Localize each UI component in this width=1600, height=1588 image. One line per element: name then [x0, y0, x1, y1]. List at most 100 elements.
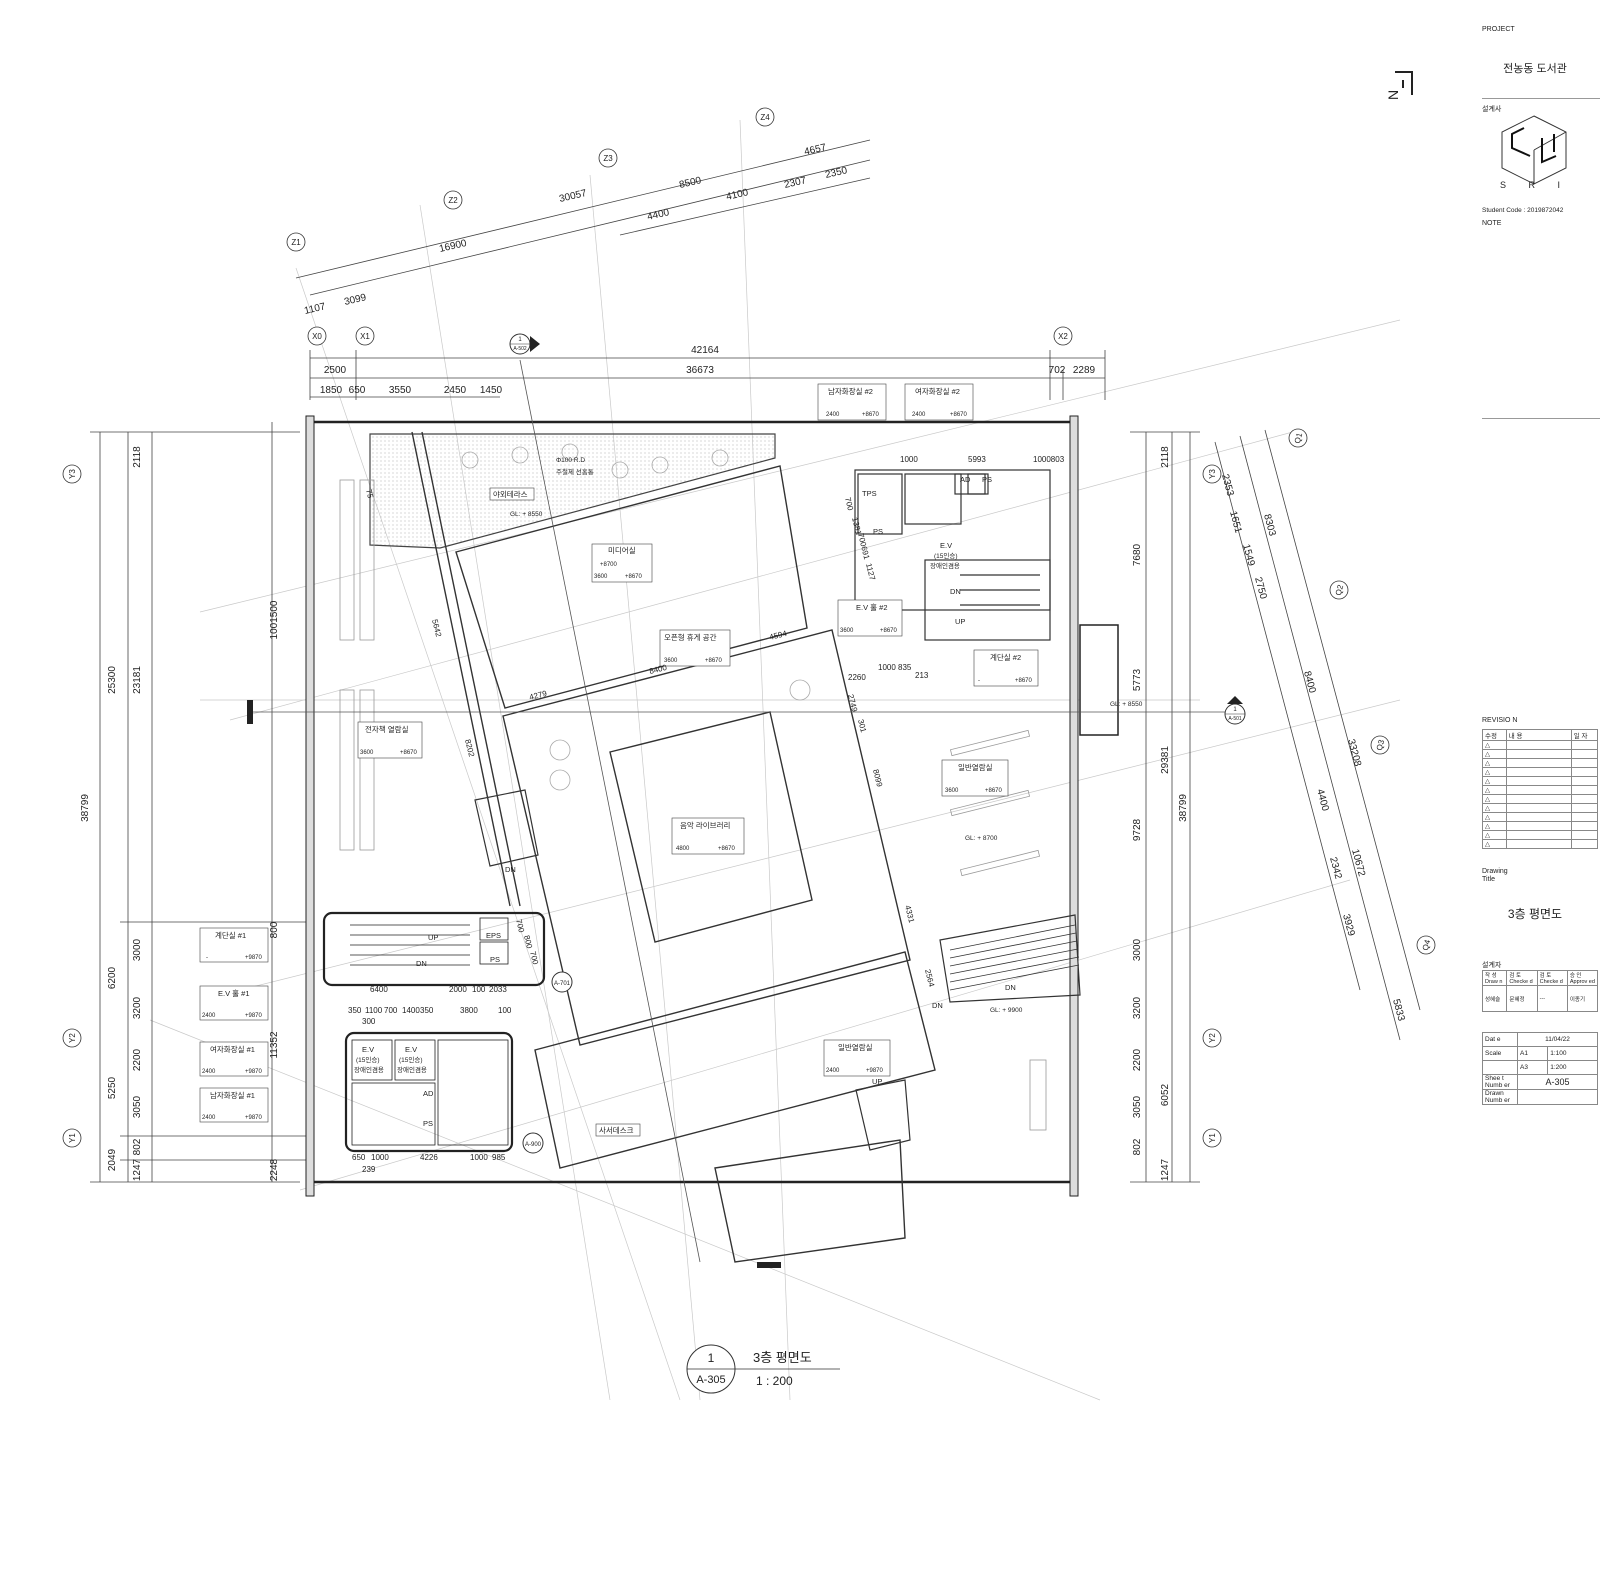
svg-text:E.V: E.V [940, 541, 952, 550]
svg-text:N: N [1385, 90, 1401, 100]
svg-text:2400: 2400 [202, 1115, 216, 1121]
view-scale: 1 : 200 [756, 1374, 793, 1388]
svg-text:2749: 2749 [846, 693, 859, 713]
revision-label: REVISIO N [1482, 717, 1518, 724]
svg-text:1000 835: 1000 835 [878, 663, 912, 672]
room-stair-1: 계단실 #1 [215, 930, 246, 940]
diagonal-top-dimension [295, 139, 871, 296]
svg-text:2400: 2400 [826, 1068, 840, 1074]
grid-y3-right: Y3 [1208, 469, 1217, 479]
svg-text:1450: 1450 [480, 385, 503, 396]
svg-text:Φ100 R.D: Φ100 R.D [556, 457, 585, 464]
stair-1-up: UP [428, 933, 438, 942]
svg-text:2307: 2307 [783, 175, 808, 191]
svg-text:장애인겸용: 장애인겸용 [930, 561, 960, 570]
project-label: PROJECT [1482, 26, 1515, 33]
sri-logo-icon [1501, 115, 1567, 185]
svg-text:3050: 3050 [1132, 1095, 1143, 1118]
grid-z2: Z2 [448, 196, 458, 205]
svg-text:2049: 2049 [107, 1148, 118, 1171]
svg-text:213: 213 [915, 671, 929, 680]
svg-text:+8670: +8670 [862, 412, 880, 418]
rev-header: 내 용 [1505, 729, 1572, 741]
grid-x0: X0 [312, 332, 322, 341]
svg-text:4800: 4800 [676, 846, 690, 852]
room-labels: 야외테라스 GL: + 8550 Φ100 R.D 주철제 선홈통 미디어실 +… [199, 383, 1039, 1137]
svg-text:+8670: +8670 [1015, 678, 1033, 684]
svg-text:GL: + 8550: GL: + 8550 [510, 511, 543, 518]
svg-text:3600: 3600 [945, 788, 959, 794]
svg-text:7680: 7680 [1132, 543, 1143, 566]
drawing-title-label: Drawing Title [1482, 868, 1508, 883]
sheet-info-table: Dat e 11/04/22 Scale A1 1:100 A3 1:200 S… [1482, 1032, 1598, 1105]
left-dimension-lines [90, 422, 310, 1183]
svg-text:4400: 4400 [646, 207, 671, 223]
note-label: NOTE [1482, 220, 1502, 227]
dim-top-detail: 1850 650 3550 2450 1450 [320, 385, 503, 396]
svg-text:5833: 5833 [1390, 998, 1406, 1023]
svg-text:2500: 2500 [324, 365, 347, 376]
svg-text:5250: 5250 [107, 1076, 118, 1099]
svg-text:301: 301 [856, 718, 868, 734]
svg-text:700: 700 [843, 496, 855, 512]
title-block: PROJECT 전농동 도서관 설계사 S R I Student Code :… [1470, 0, 1600, 1588]
dim-top-total: 42164 [691, 345, 719, 356]
svg-text:4331: 4331 [903, 904, 916, 924]
grid-y3: Y3 [68, 469, 77, 479]
grid-x2: X2 [1058, 332, 1068, 341]
ps-label-east-2: PS [982, 475, 992, 484]
svg-text:1247: 1247 [1160, 1158, 1171, 1181]
svg-text:11352: 11352 [269, 1031, 280, 1059]
svg-text:(15인승): (15인승) [399, 1055, 423, 1064]
svg-text:38799: 38799 [80, 794, 91, 822]
svg-text:A-501: A-501 [1228, 716, 1242, 722]
svg-text:-: - [206, 955, 208, 961]
svg-text:+8670: +8670 [950, 412, 968, 418]
tps-label: TPS [862, 489, 877, 498]
svg-text:1850: 1850 [320, 385, 343, 396]
section-mark-a502: 1 A-502 [509, 333, 781, 1268]
svg-text:2342: 2342 [1327, 856, 1343, 881]
core-annotations: EPS PS UP DN E.V (15인승) 장애인겸용 E.V (15인승)… [354, 475, 1143, 1128]
svg-text:1381: 1381 [850, 516, 863, 536]
svg-text:2350: 2350 [824, 165, 849, 181]
room-lounge: 오픈형 휴게 공간 [664, 632, 717, 642]
drawing-title: 3층 평면도 [1507, 907, 1563, 921]
svg-text:1127: 1127 [864, 562, 877, 581]
left-dimension-text: 38799 25300 23181 2118 3000 6200 3200 52… [80, 446, 280, 1181]
east-stair [474, 789, 1081, 1151]
svg-text:8202: 8202 [463, 738, 476, 758]
svg-text:36673: 36673 [686, 365, 714, 376]
svg-text:1000: 1000 [470, 1153, 488, 1162]
svg-text:1000803: 1000803 [1033, 455, 1065, 464]
svg-text:+8670: +8670 [880, 628, 898, 634]
svg-text:4657: 4657 [803, 142, 828, 158]
svg-text:3550: 3550 [389, 385, 412, 396]
west-core [322, 911, 546, 1153]
grid-y1-right: Y1 [1208, 1133, 1217, 1143]
svg-text:+8670: +8670 [718, 846, 736, 852]
revision-table: 수정 내 용 일 자 △ △ △ △ △ △ △ △ △ △ △ △ [1482, 729, 1599, 849]
svg-text:100: 100 [498, 1006, 512, 1015]
exterior-walls [305, 415, 1119, 1197]
svg-text:6400: 6400 [370, 985, 388, 994]
logo-letters: S R I [1499, 180, 1570, 190]
svg-text:350: 350 [420, 1006, 434, 1015]
room-librarian-desk: 사서데스크 [599, 1126, 634, 1135]
svg-text:4279: 4279 [528, 689, 548, 702]
svg-text:1651: 1651 [1227, 510, 1243, 535]
svg-text:3200: 3200 [132, 996, 143, 1019]
stair-1-dn: DN [416, 959, 427, 968]
svg-text:E.V: E.V [362, 1045, 374, 1054]
svg-text:+8670: +8670 [985, 788, 1003, 794]
svg-text:2200: 2200 [132, 1048, 143, 1071]
svg-text:+8700: +8700 [600, 562, 618, 568]
stair-east-dn-2: DN [932, 1001, 943, 1010]
svg-text:802: 802 [1132, 1138, 1143, 1155]
svg-text:+9870: +9870 [245, 1013, 263, 1019]
grid-y1: Y1 [68, 1133, 77, 1143]
room-mens-wc-1: 남자화장실 #1 [210, 1090, 255, 1100]
svg-text:+9870: +9870 [245, 955, 263, 961]
svg-text:75: 75 [364, 488, 375, 499]
svg-text:8500: 8500 [678, 175, 703, 191]
